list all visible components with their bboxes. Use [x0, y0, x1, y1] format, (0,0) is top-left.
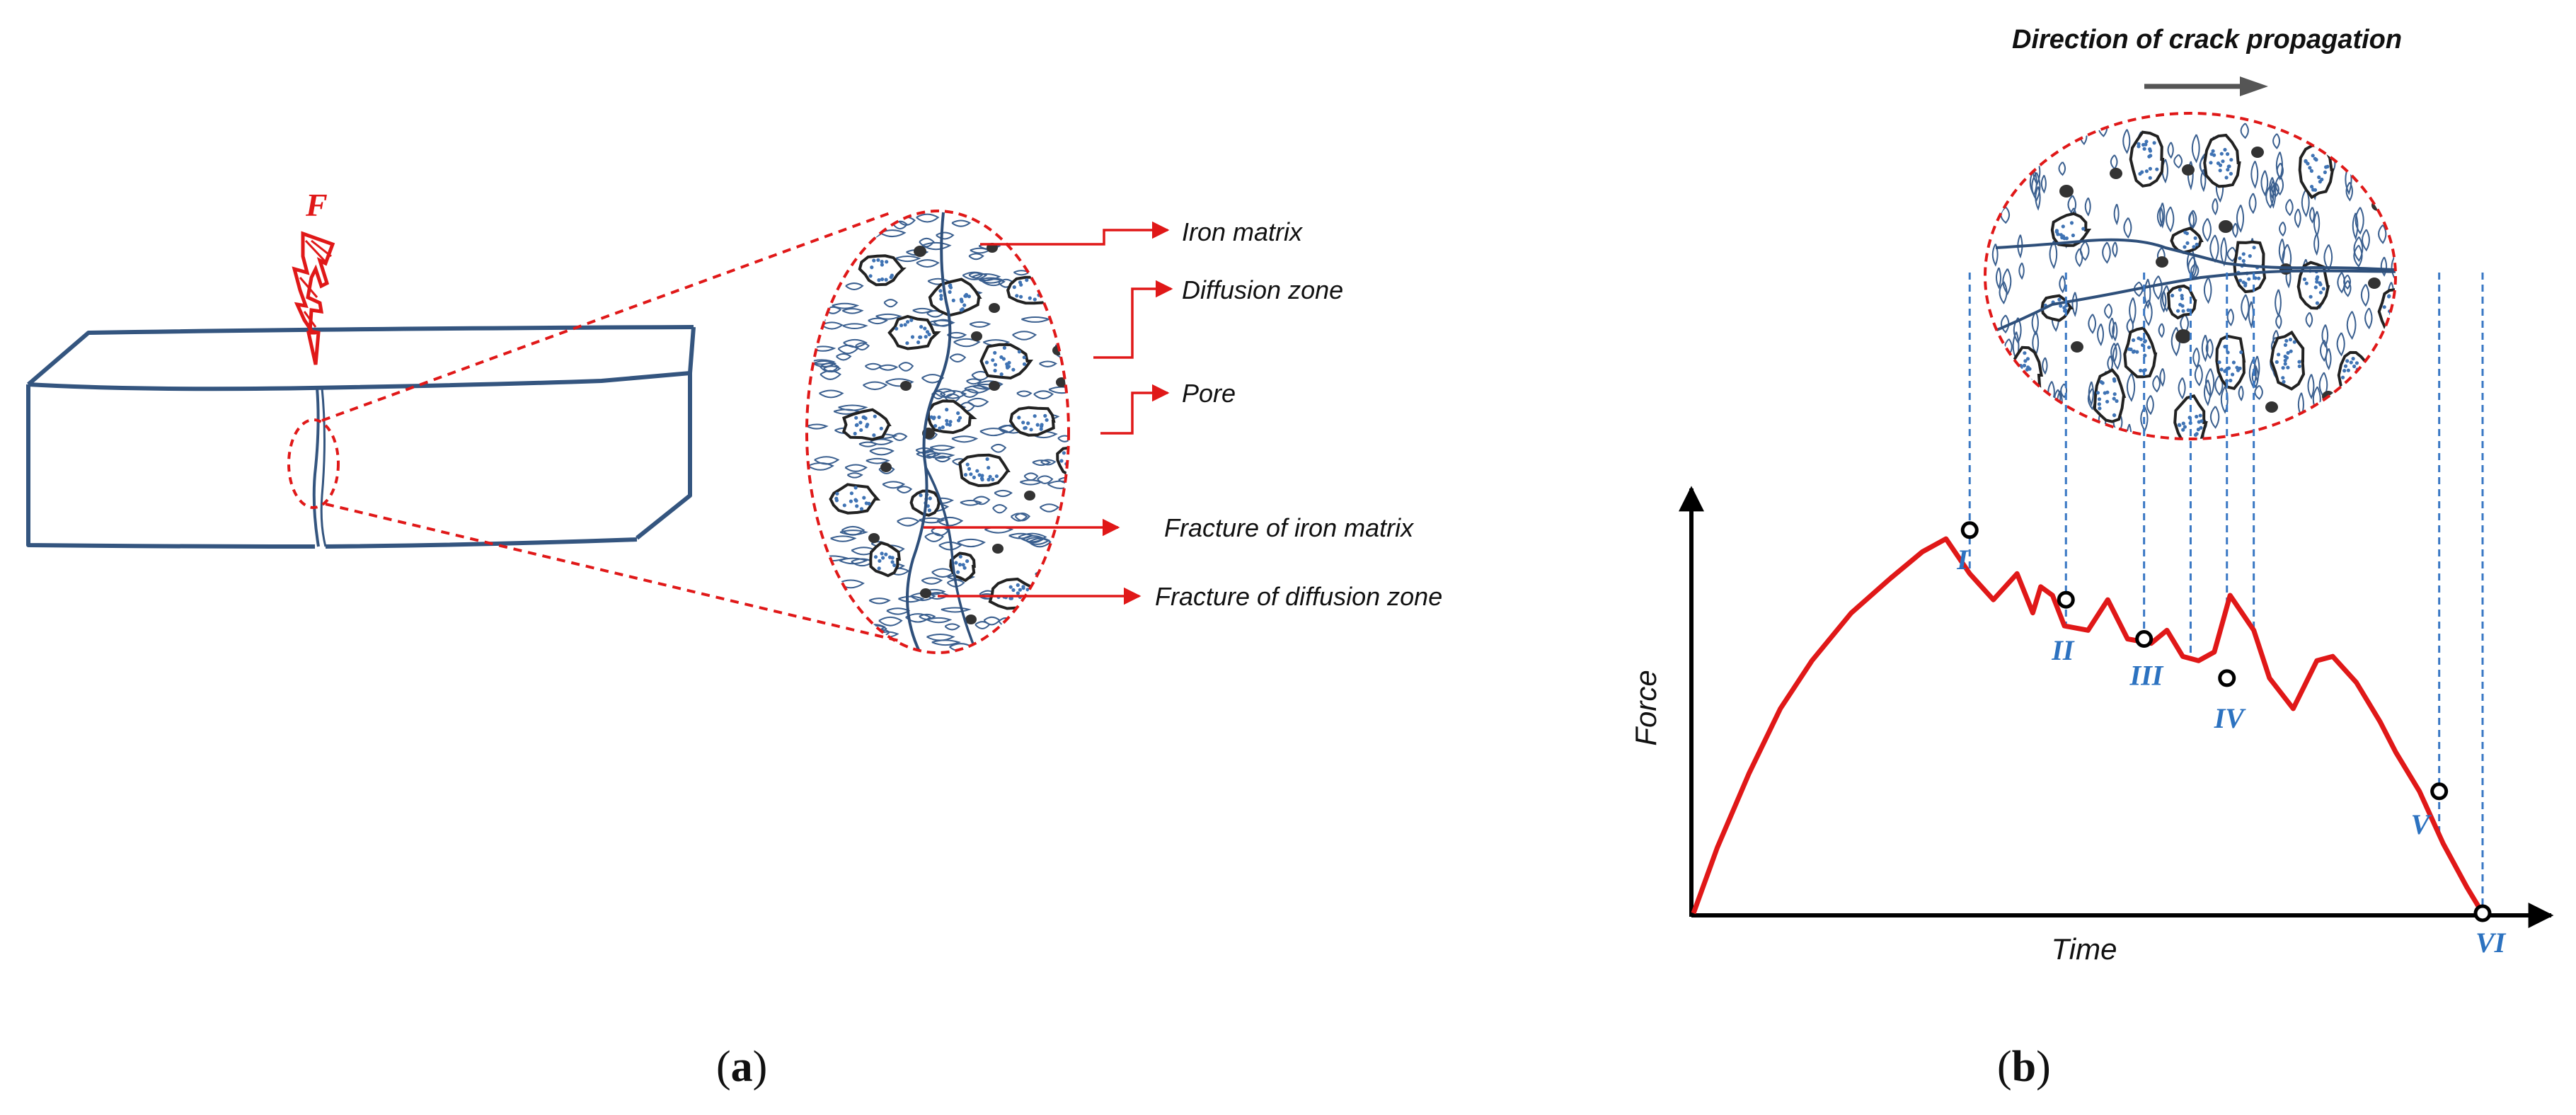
pore-dot	[2071, 341, 2083, 353]
crack-branch	[924, 467, 978, 653]
zoom-line-bottom	[325, 503, 899, 642]
panel-b: Direction of crack propagation Force Tim…	[1629, 25, 2554, 1091]
diffusion-zone-particle	[988, 577, 1039, 610]
pore-dot	[920, 588, 931, 598]
diffusion-zone-particle	[2337, 350, 2370, 405]
stage-marker-IV	[2218, 669, 2236, 687]
pore-dot	[1056, 377, 1067, 387]
label-pore: Pore	[1182, 379, 1236, 408]
stage-label-I: I	[1956, 544, 1969, 576]
pore-dot	[2110, 168, 2122, 179]
diffusion-zone-particle	[979, 343, 1034, 380]
label-fracture-diffusion: Fracture of diffusion zone	[1155, 582, 1442, 611]
crack-path-upper	[1995, 238, 2396, 272]
label-fracture-iron: Fracture of iron matrix	[1164, 513, 1415, 542]
pore-dot	[2159, 447, 2172, 459]
pore-dot	[992, 544, 1004, 554]
stage-label-III: III	[2129, 660, 2164, 692]
pore-dot	[2251, 147, 2264, 158]
diffusion-zone-particle	[829, 483, 881, 515]
stage-label-IV: IV	[2214, 702, 2247, 734]
diffusion-zone-particle	[949, 551, 976, 583]
force-curve	[1691, 536, 2485, 915]
diffusion-zone-particle	[2270, 330, 2306, 391]
label-iron-matrix: Iron matrix	[1182, 217, 1304, 246]
diffusion-zone-particle	[2093, 368, 2127, 423]
pore-dot	[2375, 348, 2388, 360]
crack-zoom-circle	[287, 418, 340, 509]
pore-dot	[971, 331, 982, 341]
leader-iron-matrix	[980, 221, 1170, 246]
force-arrow-icon	[292, 231, 335, 365]
pore-dot	[2368, 278, 2381, 289]
direction-label: Direction of crack propagation	[2012, 25, 2402, 55]
diffusion-zone-particle	[2296, 261, 2330, 310]
diffusion-zone-particle	[2129, 130, 2165, 188]
pore-dot	[2059, 185, 2074, 198]
diffusion-zone-particle	[2215, 334, 2246, 391]
diffusion-zone-particle	[2050, 212, 2092, 247]
diffusion-zone-particle	[858, 254, 907, 287]
beam-drawing	[26, 325, 696, 549]
pore-dot	[1024, 491, 1035, 501]
stage-marker-II	[2057, 590, 2075, 609]
diffusion-zone-particle	[1006, 275, 1054, 305]
crack-path-lower	[1985, 269, 2396, 338]
leader-pore	[1100, 384, 1170, 435]
diffusion-zone-particle	[1056, 444, 1069, 478]
pore-dot	[868, 533, 880, 543]
pore-dot	[2175, 329, 2191, 343]
stage-marker-I	[1960, 521, 1979, 539]
x-axis-label: Time	[2052, 932, 2117, 966]
leader-diffusion-zone	[1093, 280, 1173, 359]
y-axis-label: Force	[1629, 670, 1662, 745]
stage-label-VI: VI	[2476, 927, 2507, 959]
diffusion-zone-particle	[1008, 406, 1056, 437]
pore-dot	[2182, 164, 2195, 176]
crack-microstructure-zoom	[1984, 112, 2397, 459]
diffusion-zone-particle	[926, 399, 977, 435]
diffusion-zone-particle	[2170, 227, 2204, 254]
projection-lines	[1968, 273, 2484, 913]
pore-dot	[2265, 401, 2278, 413]
caption-b: (b)	[1997, 1043, 2051, 1091]
stage-marker-VI	[2473, 904, 2492, 922]
stage-marker-III	[2135, 630, 2154, 648]
force-label: F	[305, 187, 328, 223]
label-diffusion-zone: Diffusion zone	[1182, 275, 1343, 304]
diffusion-zone-particle	[928, 278, 982, 317]
diffusion-zone-particle	[2123, 326, 2158, 379]
diffusion-zone-particle	[2298, 144, 2335, 200]
pore-dot	[989, 303, 1000, 313]
diffusion-zone-particle	[887, 314, 941, 350]
diffusion-zone-particle	[2009, 345, 2043, 408]
axes	[1679, 486, 2554, 928]
diffusion-zone-particle	[2203, 133, 2241, 188]
pore-dot	[900, 381, 912, 391]
crack-path	[906, 212, 952, 653]
caption-a: (a)	[716, 1043, 767, 1091]
pore-dot	[989, 381, 1000, 391]
pore-dot	[2219, 220, 2233, 233]
stage-label-V: V	[2411, 808, 2432, 840]
stage-label-II: II	[2051, 634, 2075, 666]
diffusion-zone-particle	[958, 453, 1011, 488]
microstructure-zoom	[805, 210, 1070, 654]
diffusion-zone-particle	[869, 541, 901, 578]
pore-dot	[914, 246, 926, 257]
panel-a: F Iron matrix Diffusion zone Pore Fractu…	[26, 187, 1442, 1091]
pore-dot	[880, 462, 892, 472]
zoom-line-top	[321, 211, 892, 422]
pore-dot	[965, 614, 977, 624]
diffusion-zone-particle	[841, 408, 892, 441]
direction-arrow-icon	[2144, 76, 2268, 96]
stage-marker-V	[2430, 782, 2449, 801]
pore-dot	[2156, 256, 2168, 268]
